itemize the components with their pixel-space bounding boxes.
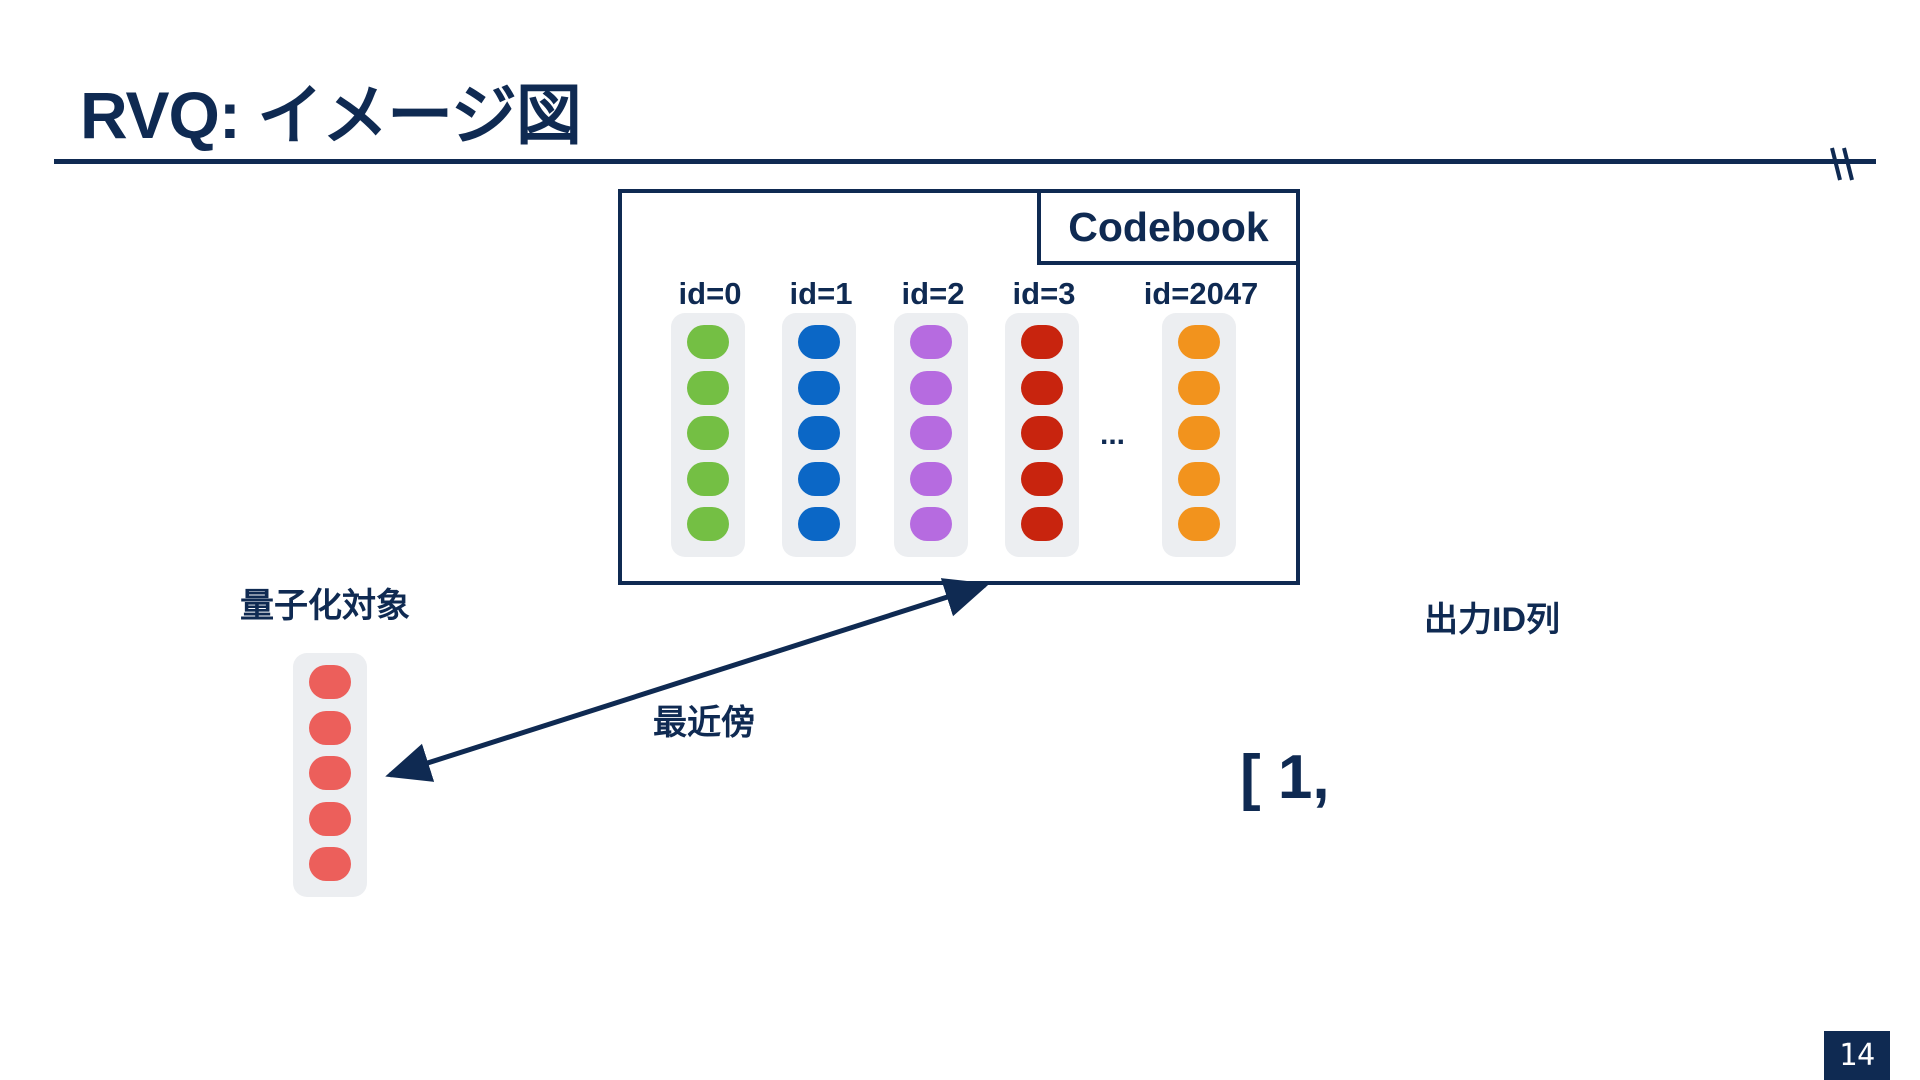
vector-element bbox=[1021, 325, 1063, 359]
vector-element bbox=[687, 370, 729, 405]
vector-element bbox=[798, 325, 840, 359]
codebook-vector-1 bbox=[782, 313, 856, 557]
id-label-1: id=1 bbox=[789, 276, 853, 311]
id-label-2047: id=2047 bbox=[1143, 276, 1259, 311]
vector-element bbox=[687, 461, 729, 496]
vector-element bbox=[798, 461, 840, 496]
output-label: 出力ID列 bbox=[1424, 601, 1560, 639]
vector-element bbox=[910, 507, 952, 541]
codebook-vector-0 bbox=[671, 313, 745, 557]
vector-element bbox=[1021, 461, 1063, 496]
vector-element bbox=[687, 416, 729, 450]
page-number: 14 bbox=[1824, 1031, 1890, 1080]
vector-element bbox=[798, 370, 840, 405]
id-label-3: id=3 bbox=[1012, 276, 1076, 311]
codebook-title: Codebook bbox=[1037, 189, 1300, 265]
vector-element bbox=[687, 507, 729, 541]
target-label: 量子化対象 bbox=[240, 587, 410, 625]
vector-element bbox=[309, 847, 351, 881]
title-divider bbox=[54, 159, 1876, 164]
vector-element bbox=[687, 325, 729, 359]
vector-element bbox=[1021, 507, 1063, 541]
id-label-0: id=0 bbox=[678, 276, 742, 311]
vector-element bbox=[1021, 416, 1063, 450]
output-id-sequence: [ 1, bbox=[1240, 743, 1330, 812]
vector-element bbox=[798, 507, 840, 541]
break-mark-icon bbox=[1830, 147, 1854, 181]
vector-element bbox=[309, 665, 351, 699]
vector-element bbox=[910, 370, 952, 405]
vector-element bbox=[1178, 507, 1220, 541]
vector-element bbox=[798, 416, 840, 450]
vector-element bbox=[1178, 370, 1220, 405]
codebook-vector-2 bbox=[894, 313, 968, 557]
vector-element bbox=[910, 325, 952, 359]
vector-element bbox=[309, 710, 351, 745]
codebook-vector-2047 bbox=[1162, 313, 1236, 557]
codebook-ellipsis: ... bbox=[1100, 418, 1126, 451]
vector-element bbox=[1178, 461, 1220, 496]
vector-element bbox=[1178, 416, 1220, 450]
id-label-2: id=2 bbox=[901, 276, 965, 311]
nearest-neighbor-label: 最近傍 bbox=[653, 704, 755, 742]
vector-element bbox=[309, 756, 351, 790]
vector-element bbox=[1178, 325, 1220, 359]
vector-element bbox=[309, 801, 351, 836]
vector-element bbox=[1021, 370, 1063, 405]
vector-element bbox=[910, 461, 952, 496]
slide-title: RVQ: イメージ図 bbox=[80, 78, 582, 152]
target-vector bbox=[293, 653, 367, 897]
vector-element bbox=[910, 416, 952, 450]
codebook-vector-3 bbox=[1005, 313, 1079, 557]
